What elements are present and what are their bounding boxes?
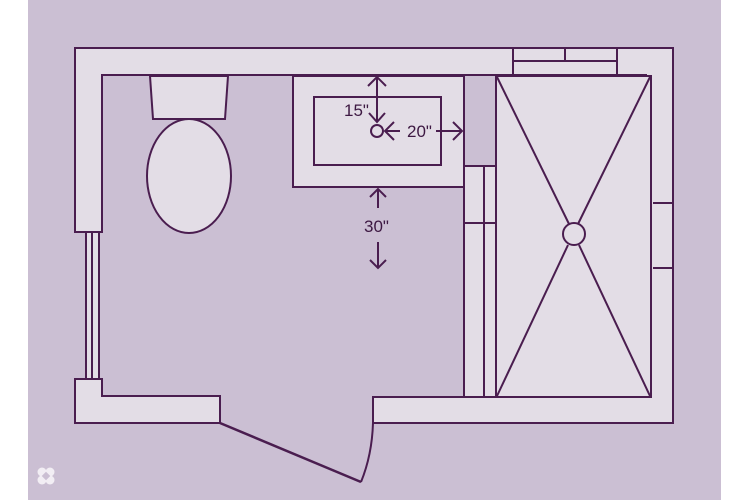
toilet-bowl (146, 118, 232, 234)
clover-logo-icon (37, 467, 55, 485)
dim-label-30: 30" (364, 217, 389, 236)
shower-drain-icon (562, 222, 586, 246)
door-swing-arc (360, 422, 374, 483)
dim-label-15: 15" (344, 101, 369, 120)
dim-label-20: 20" (407, 122, 432, 141)
toilet-tank (148, 75, 230, 120)
drain-icon (370, 124, 384, 138)
wall-bottom-left (74, 378, 221, 424)
shower-glass-panel (463, 165, 497, 398)
door (219, 421, 362, 484)
